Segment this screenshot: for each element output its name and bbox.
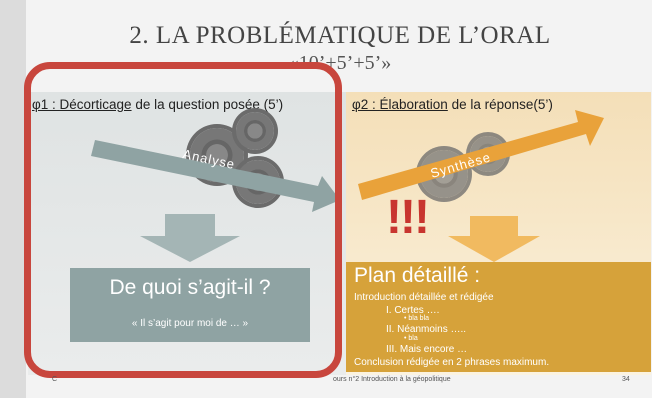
phase2-label: φ2 : Élaboration de la réponse(5’) — [352, 96, 652, 113]
phase2-keyword: Élaboration — [379, 97, 448, 112]
plan-line: Conclusion rédigée en 2 phrases maximum. — [354, 357, 550, 368]
footer-course: ours n°2 Introduction à la géopolitique — [333, 376, 451, 383]
phase1-keyword: Décorticage — [59, 97, 132, 112]
synthese-label: Synthèse — [429, 149, 493, 181]
plan-line: • bla bla — [404, 315, 430, 322]
question-box: De quoi s’agit-il ? « Il s’agit pour moi… — [70, 268, 310, 342]
warning-marks: !!! — [386, 191, 430, 244]
slide-title: 2. LA PROBLÉMATIQUE DE L’ORAL — [129, 22, 551, 49]
question-quote: « Il s’agit pour moi de … » — [131, 318, 249, 329]
plan-line: II. Néanmoins ….. — [386, 324, 467, 335]
question-heading: De quoi s’agit-il ? — [109, 276, 271, 299]
gear-icon — [236, 112, 274, 150]
phase1-label: φ1 : Décorticage de la question posée (5… — [32, 96, 332, 113]
plan-line: Introduction détaillée et rédigée — [354, 292, 494, 303]
footer-left: C — [52, 376, 58, 383]
phase1-rest: de la question posée (5’) — [131, 97, 284, 112]
slide-left-shade — [0, 0, 26, 398]
plan-box: Plan détaillé : Introduction détaillée e… — [346, 262, 651, 372]
plan-line: • bla — [404, 335, 418, 342]
plan-title: Plan détaillé : — [354, 264, 481, 287]
down-arrow-icon — [448, 216, 540, 262]
analyse-arrow-icon — [91, 140, 340, 212]
plan-line: I. Certes …. — [386, 305, 440, 316]
down-arrow-icon — [140, 214, 240, 262]
phase2-prefix: φ2 : — [352, 97, 380, 112]
phase1-prefix: φ1 : — [32, 97, 60, 112]
plan-line: III. Mais encore … — [386, 344, 468, 355]
phase2-rest: de la réponse(5’) — [447, 97, 553, 112]
synthese-arrow-icon — [358, 110, 604, 200]
highlight-frame — [24, 62, 342, 378]
footer-page-number: 34 — [622, 376, 630, 383]
